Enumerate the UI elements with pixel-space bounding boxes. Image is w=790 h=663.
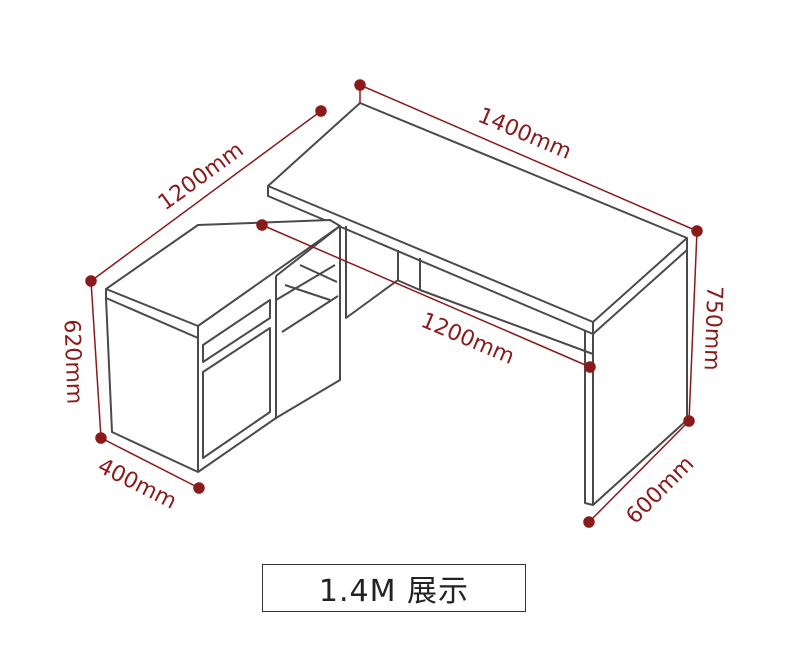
cabinet-drawer-lower <box>202 327 271 459</box>
label-inner-length: 1200mm <box>417 308 518 370</box>
dim-dot <box>584 361 596 373</box>
dim-line-depth-side <box>100 437 200 489</box>
dim-line-depth-main <box>588 420 690 523</box>
label-depth-side: 400mm <box>93 454 180 515</box>
modesty-panel <box>396 258 594 355</box>
dim-dot <box>583 516 595 528</box>
dim-line-height-side <box>90 280 102 439</box>
dimension-lines <box>85 79 703 528</box>
label-height-side: 620mm <box>59 319 87 405</box>
desk-outline <box>105 102 688 506</box>
label-side-length: 1200mm <box>154 138 249 216</box>
dim-line-top-width <box>359 84 698 232</box>
dim-dot <box>256 219 268 231</box>
label-depth-main: 600mm <box>622 452 700 530</box>
caption-text: 1.4M 展示 <box>318 574 470 609</box>
caption-box: 1.4M 展示 <box>262 564 526 612</box>
shelf-divider-lines <box>284 264 338 301</box>
dim-line-side-length <box>90 110 322 282</box>
desktop-side-edge <box>592 238 688 335</box>
dim-line-inner-length <box>261 224 591 368</box>
label-height-main: 750mm <box>699 285 727 371</box>
cabinet-drawer-upper <box>202 299 271 363</box>
dim-dot <box>315 105 327 117</box>
cabinet-top-edge <box>105 289 199 339</box>
open-shelf-frame <box>275 225 399 419</box>
cabinet-top <box>105 219 341 327</box>
dim-line-height-main <box>688 230 698 422</box>
dim-dot <box>193 482 205 494</box>
